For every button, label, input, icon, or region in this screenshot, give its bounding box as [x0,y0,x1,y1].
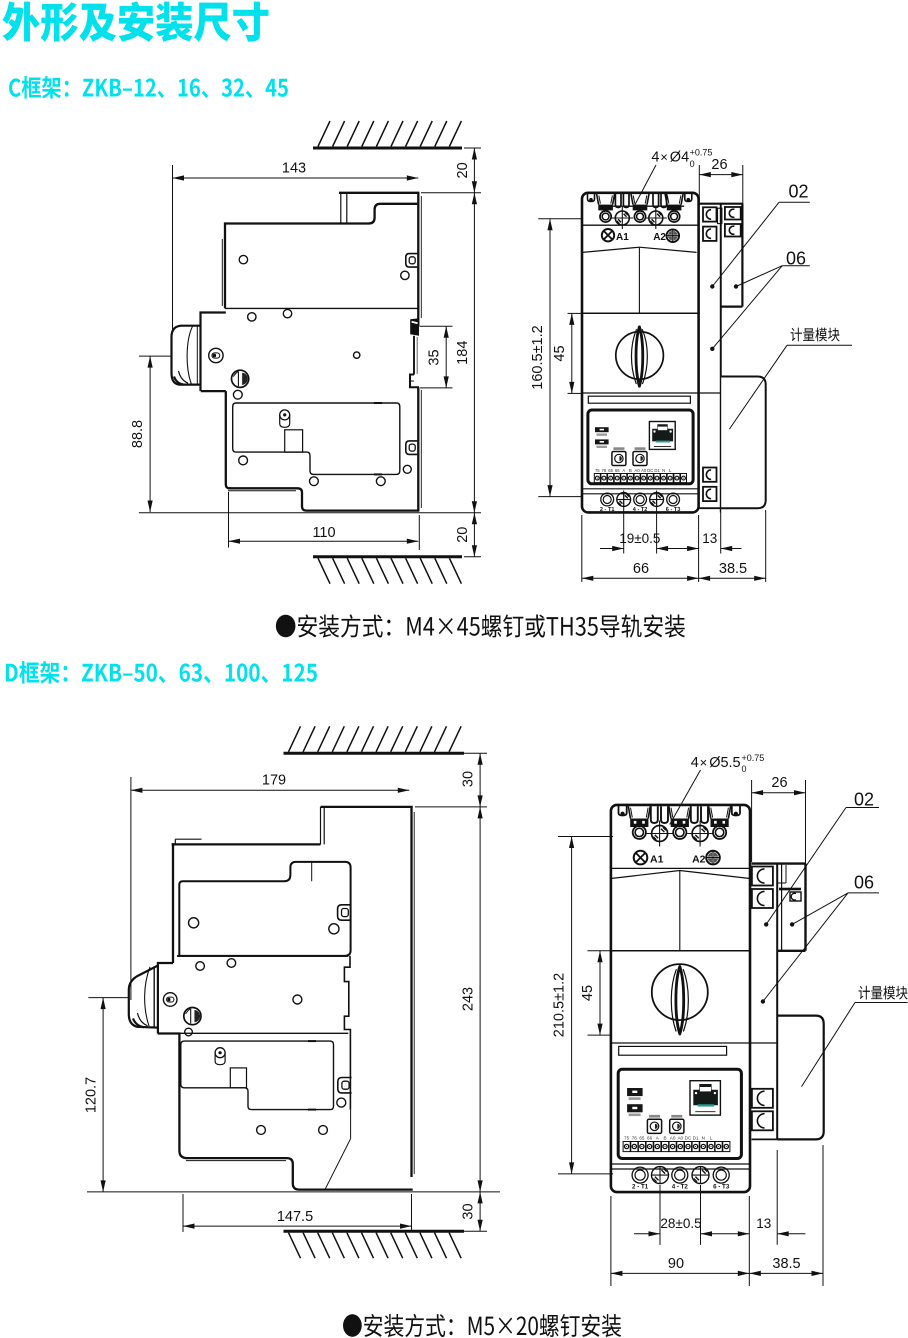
svg-text:0: 0 [690,159,695,169]
svg-text:A1: A1 [616,232,629,243]
svg-text:90: 90 [668,1256,684,1272]
svg-text:26: 26 [771,775,787,791]
svg-text:147.5: 147.5 [277,1209,313,1225]
svg-text:88.8: 88.8 [130,420,146,448]
svg-text:A0: A0 [635,468,641,473]
svg-text:243: 243 [461,987,477,1011]
svg-text:45: 45 [552,345,568,361]
svg-text:A1: A1 [650,853,664,865]
svg-text:2 - T1: 2 - T1 [632,1183,649,1190]
svg-text:38.5: 38.5 [719,561,747,577]
svg-text:06: 06 [786,249,806,269]
svg-text:A0: A0 [641,468,647,473]
svg-text:210.5±1.2: 210.5±1.2 [551,973,567,1037]
svg-text:+0.75: +0.75 [742,753,765,763]
svg-text:L: L [710,1136,713,1141]
svg-text:2 - T1: 2 - T1 [600,507,615,513]
svg-text:38.5: 38.5 [772,1256,800,1272]
svg-text:35: 35 [427,349,443,365]
svg-text:143: 143 [282,160,306,176]
svg-text:110: 110 [312,525,335,541]
svg-text:13: 13 [756,1216,771,1231]
svg-text:DC: DC [685,1136,692,1141]
svg-text:45: 45 [580,985,596,1001]
svg-text:65: 65 [639,1136,645,1141]
svg-text:19±0.5: 19±0.5 [619,531,660,546]
svg-text:6 - T3: 6 - T3 [713,1183,730,1190]
svg-text:160.5±1.2: 160.5±1.2 [530,325,546,389]
svg-text:DC: DC [647,468,653,473]
svg-text:28±0.5: 28±0.5 [660,1216,701,1231]
svg-text:65: 65 [608,468,613,473]
svg-text:6 - T3: 6 - T3 [666,507,681,513]
svg-text:76: 76 [632,1136,638,1141]
svg-text:66: 66 [647,1136,653,1141]
svg-text:184: 184 [455,341,471,365]
svg-text:75: 75 [624,1136,630,1141]
svg-text:4: 4 [651,150,659,166]
svg-text:A: A [622,468,625,473]
svg-text:A2: A2 [653,232,666,243]
svg-text:A2: A2 [692,853,706,865]
svg-text:06: 06 [854,872,874,892]
svg-text:D1: D1 [693,1136,699,1141]
svg-text:A: A [656,1136,660,1141]
svg-text:76: 76 [602,468,607,473]
svg-text:26: 26 [711,157,727,173]
svg-text:30: 30 [461,771,477,787]
svg-text:4 - T2: 4 - T2 [633,507,648,513]
svg-text:20: 20 [455,162,471,178]
svg-text:Ø5.5: Ø5.5 [709,755,740,771]
svg-text:20: 20 [455,527,471,543]
svg-text:×: × [700,755,708,770]
svg-text:13: 13 [702,531,717,546]
svg-text:66: 66 [615,468,620,473]
svg-text:30: 30 [461,1203,477,1219]
svg-text:+0.75: +0.75 [690,148,713,158]
svg-text:120.7: 120.7 [83,1077,99,1113]
svg-text:A0: A0 [670,1136,676,1141]
svg-text:A0: A0 [677,1136,683,1141]
svg-text:66: 66 [633,561,649,577]
svg-text:179: 179 [262,772,286,788]
svg-text:N: N [662,468,665,473]
svg-text:4: 4 [691,755,699,771]
svg-text:B: B [629,468,632,473]
svg-text:L: L [669,468,672,473]
svg-text:D1: D1 [654,468,660,473]
svg-text:×: × [660,150,668,165]
svg-text:75: 75 [595,468,600,473]
svg-text:N: N [702,1136,705,1141]
svg-text:0: 0 [742,764,747,774]
svg-text:02: 02 [788,182,808,202]
svg-text:4 - T2: 4 - T2 [672,1183,689,1190]
svg-text:02: 02 [854,789,874,809]
svg-text:Ø4: Ø4 [670,150,689,166]
svg-text:B: B [663,1136,666,1141]
